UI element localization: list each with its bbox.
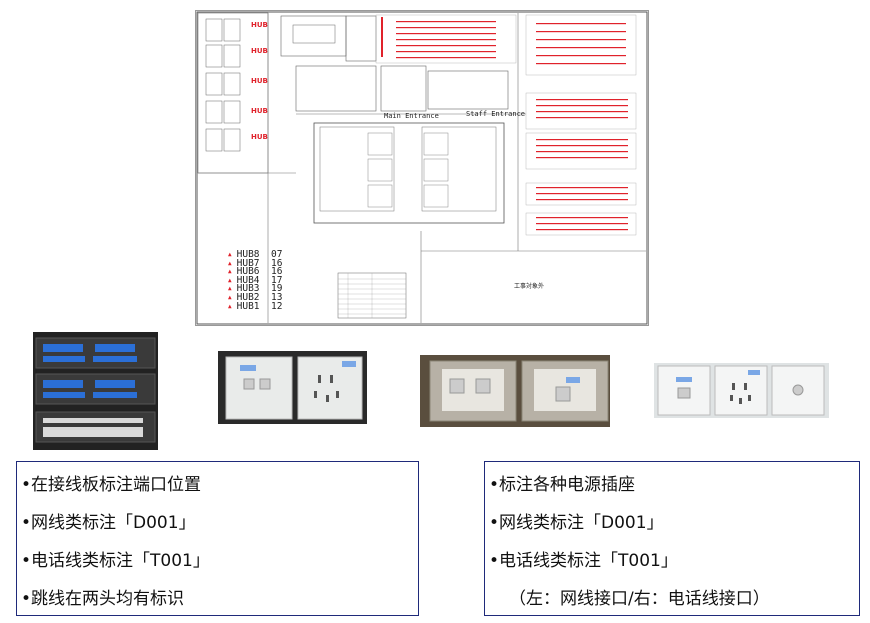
hub-tag: HUB xyxy=(251,21,268,29)
wall-plate-image xyxy=(654,363,829,418)
wall-socket-image xyxy=(218,351,367,424)
triangle-icon: ▲ xyxy=(228,276,232,284)
floor-socket-photo xyxy=(420,355,610,427)
patch-panel-image xyxy=(33,332,158,450)
left-note-item: •跳线在两头均有标识 xyxy=(21,589,185,609)
triangle-icon: ▲ xyxy=(228,251,232,258)
left-note-item: •电话线类标注「T001」 xyxy=(21,551,210,571)
main-entrance-label: Main Entrance xyxy=(384,112,439,120)
right-note-caption: （左：网线接口/右：电话线接口） xyxy=(509,589,770,609)
hub-list-row: ▲HUB1 12 xyxy=(228,300,283,312)
hub-list-row: ▲HUB3 19 xyxy=(228,283,283,295)
right-notes-box: •标注各种电源插座 •网线类标注「D001」 •电话线类标注「T001」 （左：… xyxy=(484,461,860,616)
triangle-icon: ▲ xyxy=(228,259,232,267)
left-note-item: •在接线板标注端口位置 xyxy=(21,475,202,495)
hub-list: ▲HUB8 07 ▲HUB7 16 ▲HUB6 16 ▲HUB4 17 ▲HUB… xyxy=(228,249,283,312)
left-note-item: •网线类标注「D001」 xyxy=(21,513,196,533)
wall-plate-photo xyxy=(654,363,829,418)
staff-entrance-label: Staff Entrance xyxy=(466,110,526,118)
patch-panel-photo xyxy=(33,332,158,450)
triangle-icon: ▲ xyxy=(228,268,232,276)
right-note-item: •网线类标注「D001」 xyxy=(489,513,664,533)
right-note-item: •电话线类标注「T001」 xyxy=(489,551,678,571)
floor-plan-drawing xyxy=(196,11,648,325)
area-label: 工事対象外 xyxy=(514,283,545,290)
hub-list-row: ▲HUB4 17 xyxy=(228,274,283,286)
hub-list-row: ▲HUB7 16 xyxy=(228,257,283,269)
floor-plan: HUB HUB HUB HUB HUB Main Entrance Staff … xyxy=(195,10,649,326)
left-notes-box: •在接线板标注端口位置 •网线类标注「D001」 •电话线类标注「T001」 •… xyxy=(16,461,419,616)
hub-tag: HUB xyxy=(251,47,268,55)
wall-socket-photo xyxy=(218,351,367,424)
hub-tag: HUB xyxy=(251,107,268,115)
floor-socket-image xyxy=(420,355,610,427)
hub-list-row: ▲HUB2 13 xyxy=(228,291,283,303)
triangle-icon: ▲ xyxy=(228,293,232,301)
hub-list-row: ▲HUB8 07 xyxy=(228,249,283,260)
triangle-icon: ▲ xyxy=(228,285,232,293)
hub-tag: HUB xyxy=(251,133,268,141)
hub-tag: HUB xyxy=(251,77,268,85)
triangle-icon: ▲ xyxy=(228,302,232,310)
hub-list-row: ▲HUB6 16 xyxy=(228,266,283,278)
right-note-item: •标注各种电源插座 xyxy=(489,475,636,495)
